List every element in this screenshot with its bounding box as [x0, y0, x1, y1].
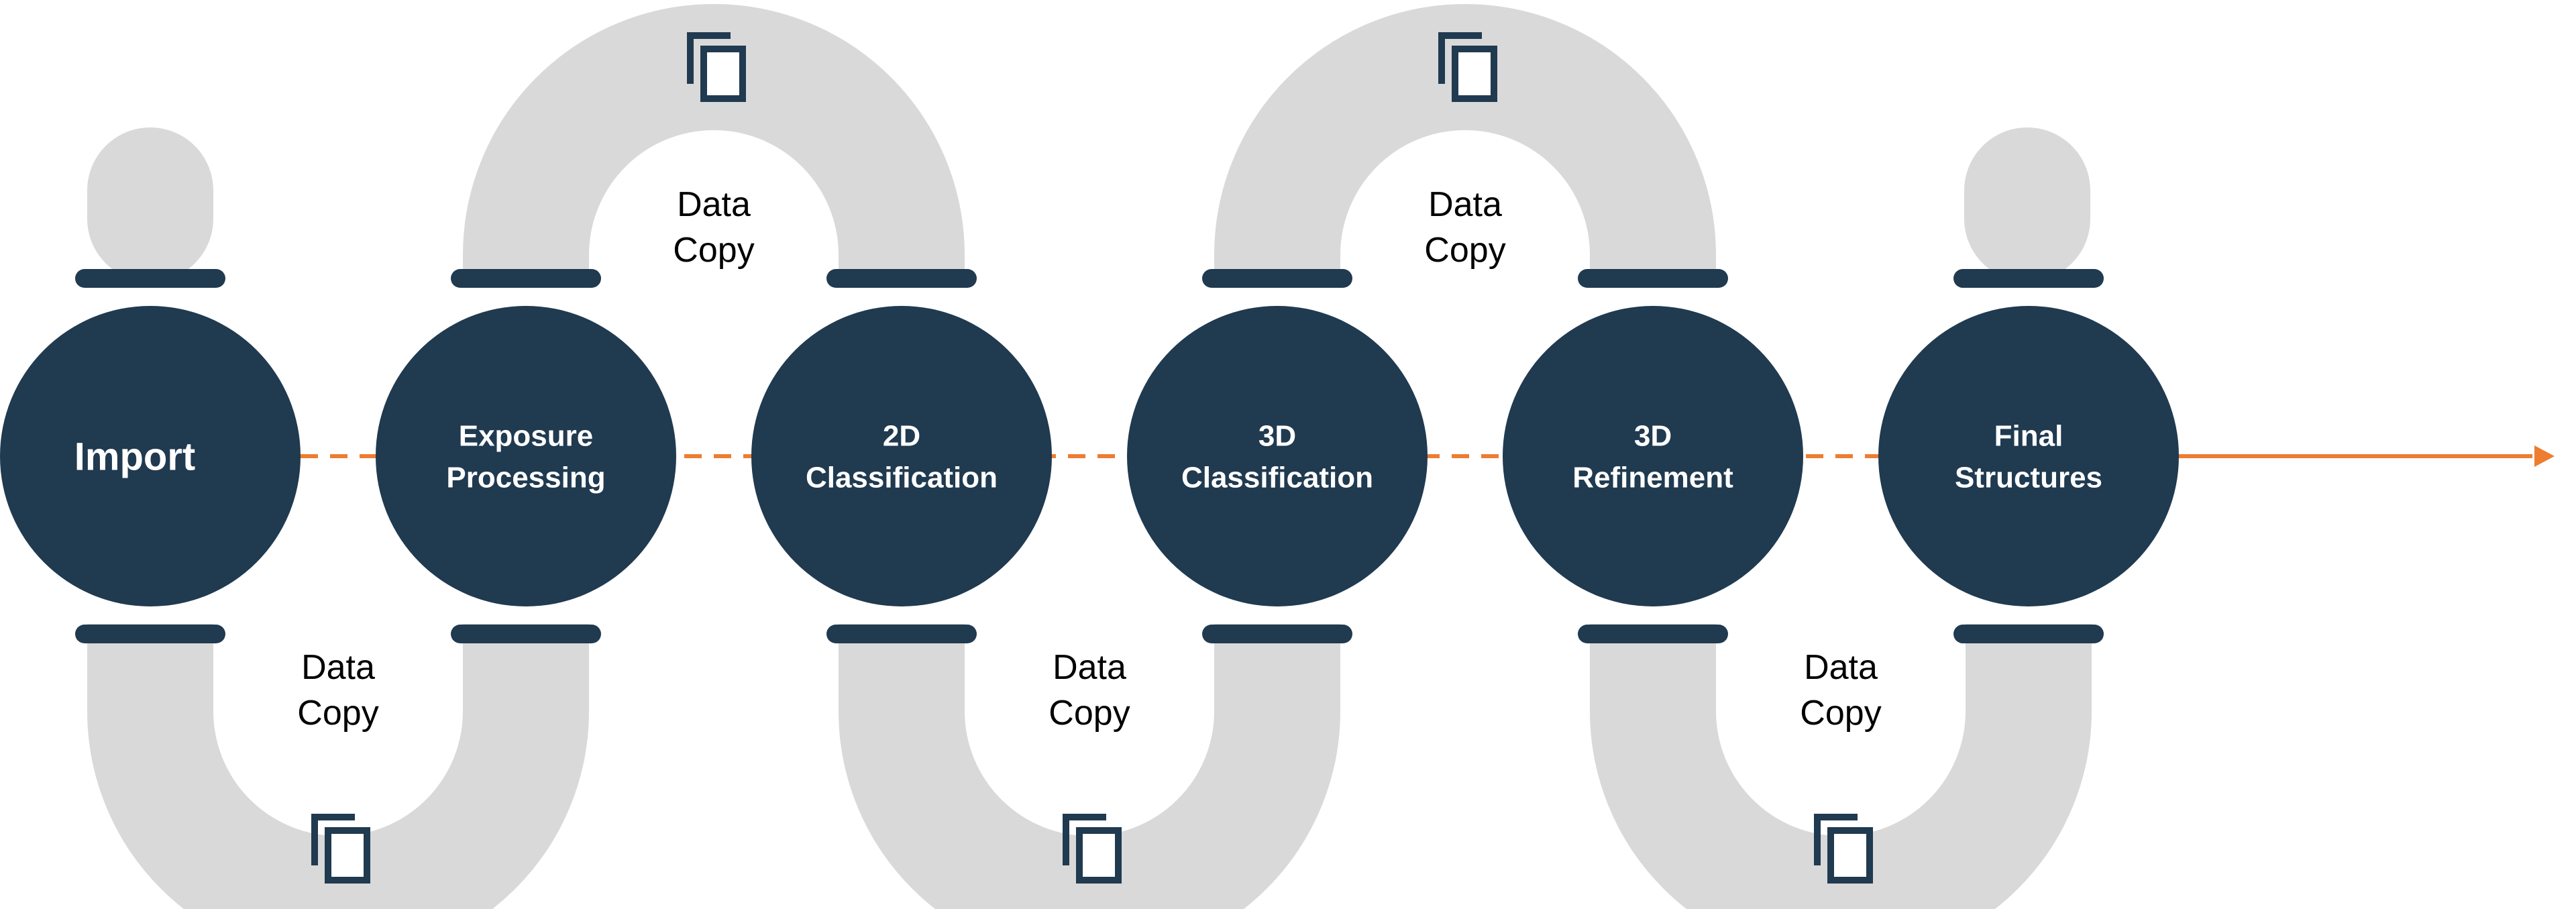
data-copy-label: Copy: [1049, 694, 1130, 733]
stage-label: 3D: [1258, 419, 1296, 452]
stage-label: Refinement: [1572, 461, 1733, 494]
pipe-flange: [75, 269, 225, 288]
stage-label: Classification: [1181, 461, 1373, 494]
copy-icon: [1438, 32, 1497, 102]
pipe-flange: [826, 625, 977, 643]
stage-label: Structures: [1955, 461, 2102, 494]
pipe-flange: [1953, 269, 2104, 288]
pipe-flange: [1578, 269, 1728, 288]
pipe-flange: [1953, 625, 2104, 643]
data-copy-label: Data: [1804, 648, 1878, 687]
pipe-flange: [451, 625, 601, 643]
data-copy-label: Copy: [1424, 231, 1505, 270]
pipe-flanges: [75, 269, 2104, 643]
stage-node: 3D Refinement: [1503, 306, 1803, 606]
data-copy-label: Data: [677, 185, 751, 224]
pipe-flange: [75, 625, 225, 643]
stage-circle: [1127, 306, 1428, 606]
copy-icon: [1814, 814, 1873, 884]
copy-icon: [311, 814, 370, 884]
data-copy-label: Copy: [297, 694, 378, 733]
copy-icon: [687, 32, 746, 102]
pipe-stub-start: [87, 127, 213, 282]
data-copy-label: Data: [1053, 648, 1126, 687]
pipe-u-5: [1590, 624, 2092, 909]
stage-node: 3D Classification: [1127, 306, 1428, 606]
stage-label: 3D: [1634, 419, 1672, 452]
stage-label: 2D: [883, 419, 920, 452]
stage-label: Processing: [446, 461, 605, 494]
pipes: [87, 4, 2092, 909]
stage-circle: [376, 306, 676, 606]
pipe-u-1: [87, 624, 589, 909]
pipe-flange: [451, 269, 601, 288]
pipe-flange: [1578, 625, 1728, 643]
pipe-u-3: [839, 624, 1340, 909]
data-copy-label: Data: [1428, 185, 1502, 224]
copy-icon: [1063, 814, 1122, 884]
data-copy-label: Data: [301, 648, 375, 687]
pipe-flange: [1202, 625, 1352, 643]
stage-label: Exposure: [459, 419, 594, 452]
stage-circle: [1503, 306, 1803, 606]
stage-node: 2D Classification: [751, 306, 1052, 606]
stage-circle: [0, 306, 301, 606]
pipe-stub-end: [1964, 127, 2090, 282]
stage-label: Final: [1994, 419, 2063, 452]
stage-circle: [751, 306, 1052, 606]
flow-arrowhead: [2534, 445, 2555, 467]
stage-label: Import: [74, 435, 195, 478]
data-copy-label: Copy: [1800, 694, 1881, 733]
stage-circle: [1878, 306, 2179, 606]
data-copy-label: Copy: [673, 231, 754, 270]
pipe-flange: [826, 269, 977, 288]
pipe-flange: [1202, 269, 1352, 288]
stage-node: Import: [0, 306, 301, 606]
stage-label: Classification: [806, 461, 998, 494]
